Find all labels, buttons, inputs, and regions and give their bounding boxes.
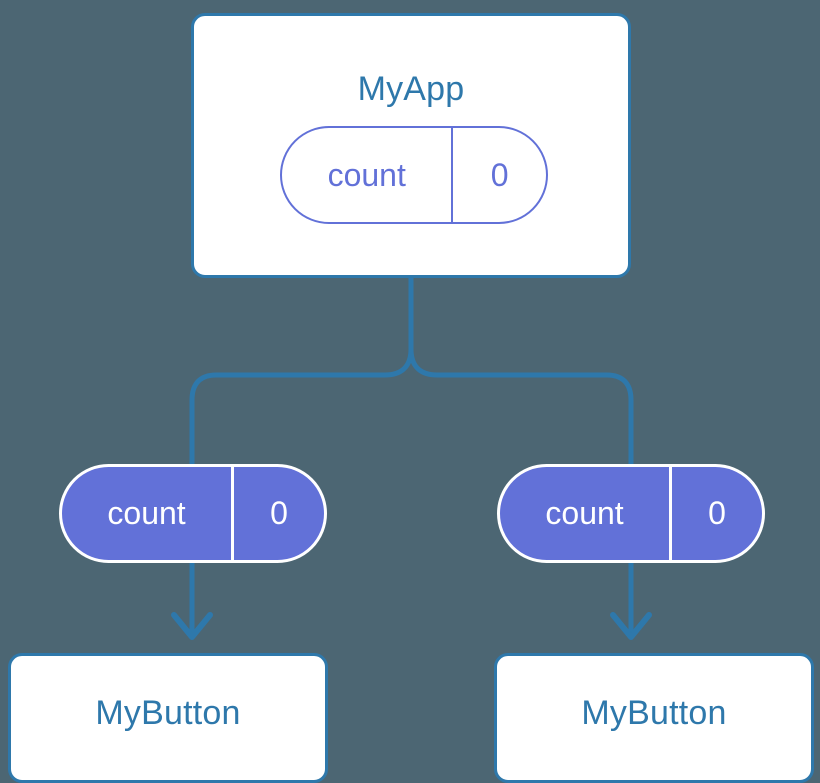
state-key-label: count <box>327 156 406 193</box>
component-label-mybutton: MyButton <box>95 694 241 732</box>
state-pill-child-right[interactable]: count 0 <box>497 464 765 563</box>
connector-branch-right <box>606 372 634 466</box>
connector-branch-left <box>189 372 217 466</box>
connector-fork-left <box>216 348 414 378</box>
arrow-down-icon-right <box>610 612 652 640</box>
connector-fork-right <box>408 348 607 378</box>
component-label-myapp: MyApp <box>357 70 465 108</box>
component-node-mybutton-left[interactable]: MyButton <box>8 653 328 783</box>
state-pill-child-left[interactable]: count 0 <box>59 464 327 563</box>
component-node-mybutton-right[interactable]: MyButton <box>494 653 814 783</box>
state-key-label: count <box>107 495 186 531</box>
arrow-down-icon-left <box>171 612 213 640</box>
component-label-mybutton: MyButton <box>581 694 727 732</box>
state-key-label: count <box>545 495 624 531</box>
state-value-label: 0 <box>669 467 762 560</box>
state-value-label: 0 <box>451 128 546 222</box>
state-value-label: 0 <box>231 467 324 560</box>
state-pill-myapp[interactable]: count 0 <box>280 126 548 224</box>
component-node-myapp[interactable]: MyApp count 0 <box>191 13 631 278</box>
